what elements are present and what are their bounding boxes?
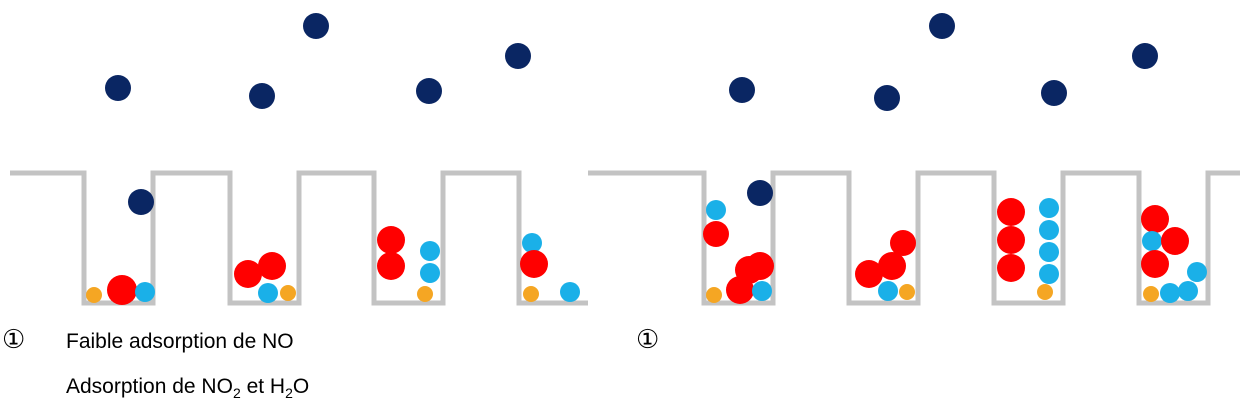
h2o-molecule bbox=[420, 263, 440, 283]
pore-wall-profile-2 bbox=[588, 170, 1240, 306]
no-molecule bbox=[128, 189, 154, 215]
h2o-molecule bbox=[420, 241, 440, 261]
no-molecule bbox=[1041, 80, 1067, 106]
adsorption-site bbox=[1143, 286, 1159, 302]
no2-molecule bbox=[746, 252, 774, 280]
h2o-molecule bbox=[1160, 283, 1180, 303]
h2o-molecule bbox=[560, 282, 580, 302]
caption-text-3: O bbox=[292, 375, 310, 398]
no2-molecule bbox=[520, 250, 548, 278]
no-molecule bbox=[416, 78, 442, 104]
no2-molecule bbox=[890, 230, 916, 256]
no2-molecule bbox=[1141, 205, 1169, 233]
no2-molecule bbox=[234, 260, 262, 288]
h2o-molecule bbox=[878, 281, 898, 301]
no-molecule bbox=[874, 85, 900, 111]
subscript-2b: 2 bbox=[285, 385, 293, 402]
no2-molecule bbox=[997, 198, 1025, 226]
molecules bbox=[86, 13, 1207, 305]
no-molecule bbox=[747, 180, 773, 206]
no2-molecule bbox=[997, 254, 1025, 282]
h2o-molecule bbox=[1039, 198, 1059, 218]
no2-molecule bbox=[377, 252, 405, 280]
no2-molecule bbox=[1161, 227, 1189, 255]
pore-wall-profile-1 bbox=[10, 170, 588, 306]
h2o-molecule bbox=[752, 281, 772, 301]
no2-molecule bbox=[997, 226, 1025, 254]
adsorption-site bbox=[1037, 284, 1053, 300]
h2o-molecule bbox=[258, 283, 278, 303]
h2o-molecule bbox=[1178, 281, 1198, 301]
no-molecule bbox=[929, 13, 955, 39]
no2-molecule bbox=[107, 275, 137, 305]
pore-walls bbox=[10, 170, 1240, 306]
caption-no2-h2o-adsorption: Adsorption de NO2 et H2O bbox=[66, 375, 309, 401]
h2o-molecule bbox=[1039, 264, 1059, 284]
adsorption-site bbox=[706, 287, 722, 303]
adsorption-site bbox=[86, 287, 102, 303]
h2o-molecule bbox=[1039, 242, 1059, 262]
no-molecule bbox=[729, 77, 755, 103]
caption-no-adsorption: Faible adsorption de NO bbox=[66, 330, 294, 353]
h2o-molecule bbox=[1142, 231, 1162, 251]
no-molecule bbox=[1132, 43, 1158, 69]
no2-molecule bbox=[855, 260, 883, 288]
caption-text-1: Adsorption de NO bbox=[66, 375, 233, 398]
h2o-molecule bbox=[135, 282, 155, 302]
h2o-molecule bbox=[1039, 220, 1059, 240]
no-molecule bbox=[105, 75, 131, 101]
adsorption-site bbox=[417, 286, 433, 302]
no-molecule bbox=[505, 43, 531, 69]
h2o-molecule bbox=[1187, 262, 1207, 282]
adsorption-site bbox=[280, 285, 296, 301]
no2-molecule bbox=[878, 252, 906, 280]
h2o-molecule bbox=[706, 200, 726, 220]
caption-text-2: et H bbox=[240, 375, 286, 398]
no-molecule bbox=[249, 83, 275, 109]
no2-molecule bbox=[703, 221, 729, 247]
no2-molecule bbox=[258, 252, 286, 280]
adsorption-site bbox=[523, 286, 539, 302]
step-marker-right: ① bbox=[636, 324, 660, 354]
no-molecule bbox=[303, 13, 329, 39]
no2-molecule bbox=[1141, 250, 1169, 278]
h2o-molecule bbox=[522, 233, 542, 253]
no2-molecule bbox=[377, 226, 405, 254]
no2-molecule bbox=[726, 276, 754, 304]
adsorption-site bbox=[899, 284, 915, 300]
subscript-2a: 2 bbox=[232, 385, 241, 402]
step-marker-left: ① bbox=[2, 324, 26, 354]
